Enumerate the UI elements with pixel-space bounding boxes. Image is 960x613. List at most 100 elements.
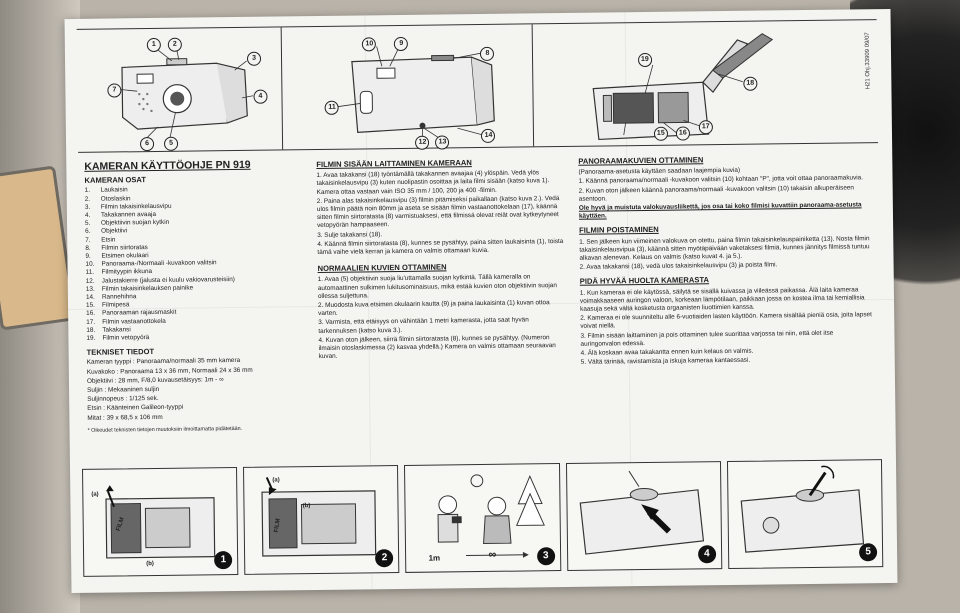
part-name: Objektiivi: [101, 227, 128, 236]
instruction-paragraph: 3. Varmista, että etäisyys on vähintään …: [318, 316, 529, 335]
callout-1: 1: [146, 37, 161, 53]
text-columns: KAMERAN KÄYTTÖOHJE PN 919 KAMERAN OSAT 1…: [78, 147, 882, 462]
step-2-label-b: (b): [302, 503, 311, 510]
page-title: KAMERAN KÄYTTÖOHJE PN 919: [84, 158, 251, 173]
step-2-label-a: (a): [272, 477, 280, 484]
tech-heading: TEKNISET TIEDOT: [86, 347, 155, 358]
part-item: 19. Filmin vetopyörä: [86, 332, 306, 343]
instruction-paragraph: 4. Kuvan oton jälkeen, siirrä filmin sii…: [318, 334, 556, 361]
instruction-paragraph: 4. Käännä filmin siirtoratasta (8), kunn…: [317, 237, 564, 257]
tech-note: * Oikeudet teknisten tietojen muutoksiin…: [87, 425, 243, 434]
film-removal-heading: FILMIN POISTAMINEN: [579, 225, 659, 236]
column-parts: KAMERAN KÄYTTÖOHJE PN 919 KAMERAN OSAT 1…: [78, 154, 314, 462]
callout-13: 13: [435, 135, 450, 150]
camera-open-illustration: [592, 33, 773, 141]
callout-3: 3: [246, 51, 262, 66]
step-3-number: 3: [536, 547, 555, 566]
film-removal-text: 1. Sen jälkeen kun viimeinen valokuva on…: [579, 235, 873, 272]
instruction-paragraph: 1. Kun kameraa ei ole käytössä, säilytä …: [579, 286, 865, 313]
part-name: Filmin vastaanottokela: [102, 317, 166, 326]
step-3-illustration: [437, 474, 546, 558]
part-number: 16.: [86, 310, 96, 318]
callout-18: 18: [743, 76, 758, 91]
part-number: 17.: [86, 318, 96, 326]
step-2: (a) FILM (b) 2: [243, 465, 400, 575]
step-2-illustration: [261, 477, 377, 557]
panorama-warning: Ole hyvä ja muistuta valokuvausliikettä,…: [578, 201, 862, 221]
diagram-back: 10 9 8 11 12 13 14: [282, 24, 534, 150]
step-3-infinity: ∞: [488, 548, 497, 561]
normal-photos-text: 1. Avaa (5) objektiivin suoja liu'uttama…: [318, 273, 569, 361]
callout-15: 15: [653, 126, 668, 141]
panorama-text: (Panoraama-asetusta käyttäen saadaan laa…: [578, 165, 872, 203]
callout-17: 17: [698, 120, 713, 135]
camera-back-illustration: [337, 45, 496, 141]
part-name: Laukaisin: [100, 186, 128, 195]
instruction-paragraph: 2. Paina alas takaisinkelausvipu (3) fil…: [316, 194, 560, 230]
part-number: 3.: [84, 203, 91, 211]
part-number: 7.: [85, 236, 91, 244]
part-number: 13.: [85, 285, 95, 293]
part-name: Filmin takaisinkelauksen painike: [101, 284, 194, 293]
model-code: H21 Ohj.33909 09/07: [864, 32, 872, 90]
care-heading: PIDÄ HYVÄÄ HUOLTA KAMERASTA: [579, 275, 710, 287]
part-number: 5.: [84, 219, 91, 228]
camera-front-illustration: [119, 48, 254, 140]
column-film: FILMIN SISÄÄN LAITTAMINEN KAMERAAN 1. Av…: [310, 151, 576, 459]
part-number: 1.: [84, 187, 91, 195]
panorama-heading: PANORAAMAKUVIEN OTTAMINEN: [578, 155, 704, 166]
part-name: Etsin: [101, 236, 116, 244]
parts-heading: KAMERAN OSAT: [84, 175, 147, 186]
part-number: 12.: [85, 277, 95, 285]
normal-photos-heading: NORMAALIEN KUVIEN OTTAMINEN: [317, 262, 447, 274]
part-number: 19.: [86, 334, 96, 342]
step-1-label-b: (b): [146, 561, 154, 568]
callout-19: 19: [637, 52, 653, 68]
camera-diagrams: 1 2 3 4 5 6 7 10: [76, 19, 879, 153]
step-4-illustration: [579, 470, 704, 555]
instruction-sheet: 1 2 3 4 5 6 7 10: [64, 8, 898, 594]
diagram-open: 19 18 15 16 17 H21 Ohj.33909 09/07: [532, 20, 878, 146]
part-number: 11.: [85, 269, 95, 277]
step-5: 5: [726, 459, 884, 570]
part-name: Filmin vetopyörä: [102, 334, 150, 342]
step-3: 1m ∞ 3: [404, 463, 561, 573]
callout-6: 6: [139, 136, 155, 152]
callout-4: 4: [253, 89, 268, 104]
instruction-paragraph: 1. Avaa (5) objektiivin suoja liu'uttama…: [317, 273, 557, 300]
instruction-paragraph: 1. Avaa takakansi (18) työntämällä takak…: [316, 169, 550, 196]
film-loading-text: 1. Avaa takakansi (18) työntämällä takak…: [316, 169, 567, 257]
step-4: 4: [565, 461, 723, 571]
care-text: 1. Kun kameraa ei ole käytössä, säilytä …: [580, 286, 875, 367]
step-5-illustration: [740, 465, 864, 553]
part-number: 8.: [85, 244, 91, 252]
part-number: 10.: [85, 260, 95, 269]
step-1-label-a: (a): [91, 491, 99, 498]
part-number: 18.: [86, 326, 96, 334]
tech-spec-line: Mitat : 39 x 68,5 x 106 mm: [87, 413, 163, 422]
step-3-distance-min: 1m: [428, 553, 441, 563]
instruction-paragraph: 2. Muodosta kuva etsimen okulaarin kautt…: [318, 299, 550, 318]
callout-7: 7: [107, 83, 122, 98]
column-panorama: PANORAAMAKUVIEN OTTAMINEN (Panoraama-ase…: [572, 147, 882, 456]
part-number: 4.: [84, 211, 91, 219]
film-loading-heading: FILMIN SISÄÄN LAITTAMINEN KAMERAAN: [316, 158, 472, 170]
callout-5: 5: [163, 136, 179, 151]
step-4-number: 4: [697, 545, 717, 564]
step-illustrations: (a) FILM (b) 1 (a) FILM (b) 2: [82, 459, 884, 577]
step-1-illustration: [105, 485, 216, 559]
callout-16: 16: [675, 126, 690, 141]
tech-list: Kameran tyyppi : Panoraama/normaali 35 m…: [87, 357, 308, 423]
part-number: 9.: [85, 252, 91, 260]
diagram-front: 1 2 3 4 5 6 7: [76, 27, 284, 152]
part-name: Rannehihna: [101, 293, 137, 301]
part-name: Panoraama-/Normaali -kuvakoon valitsin: [101, 259, 217, 268]
part-number: 6.: [85, 228, 91, 236]
callout-2: 2: [167, 37, 182, 52]
step-5-number: 5: [859, 543, 878, 562]
part-name: Objektiivin suojan kytkin: [100, 219, 170, 227]
part-number: 15.: [85, 301, 95, 310]
step-1: (a) FILM (b) 1: [82, 466, 239, 577]
callout-12: 12: [415, 135, 430, 150]
